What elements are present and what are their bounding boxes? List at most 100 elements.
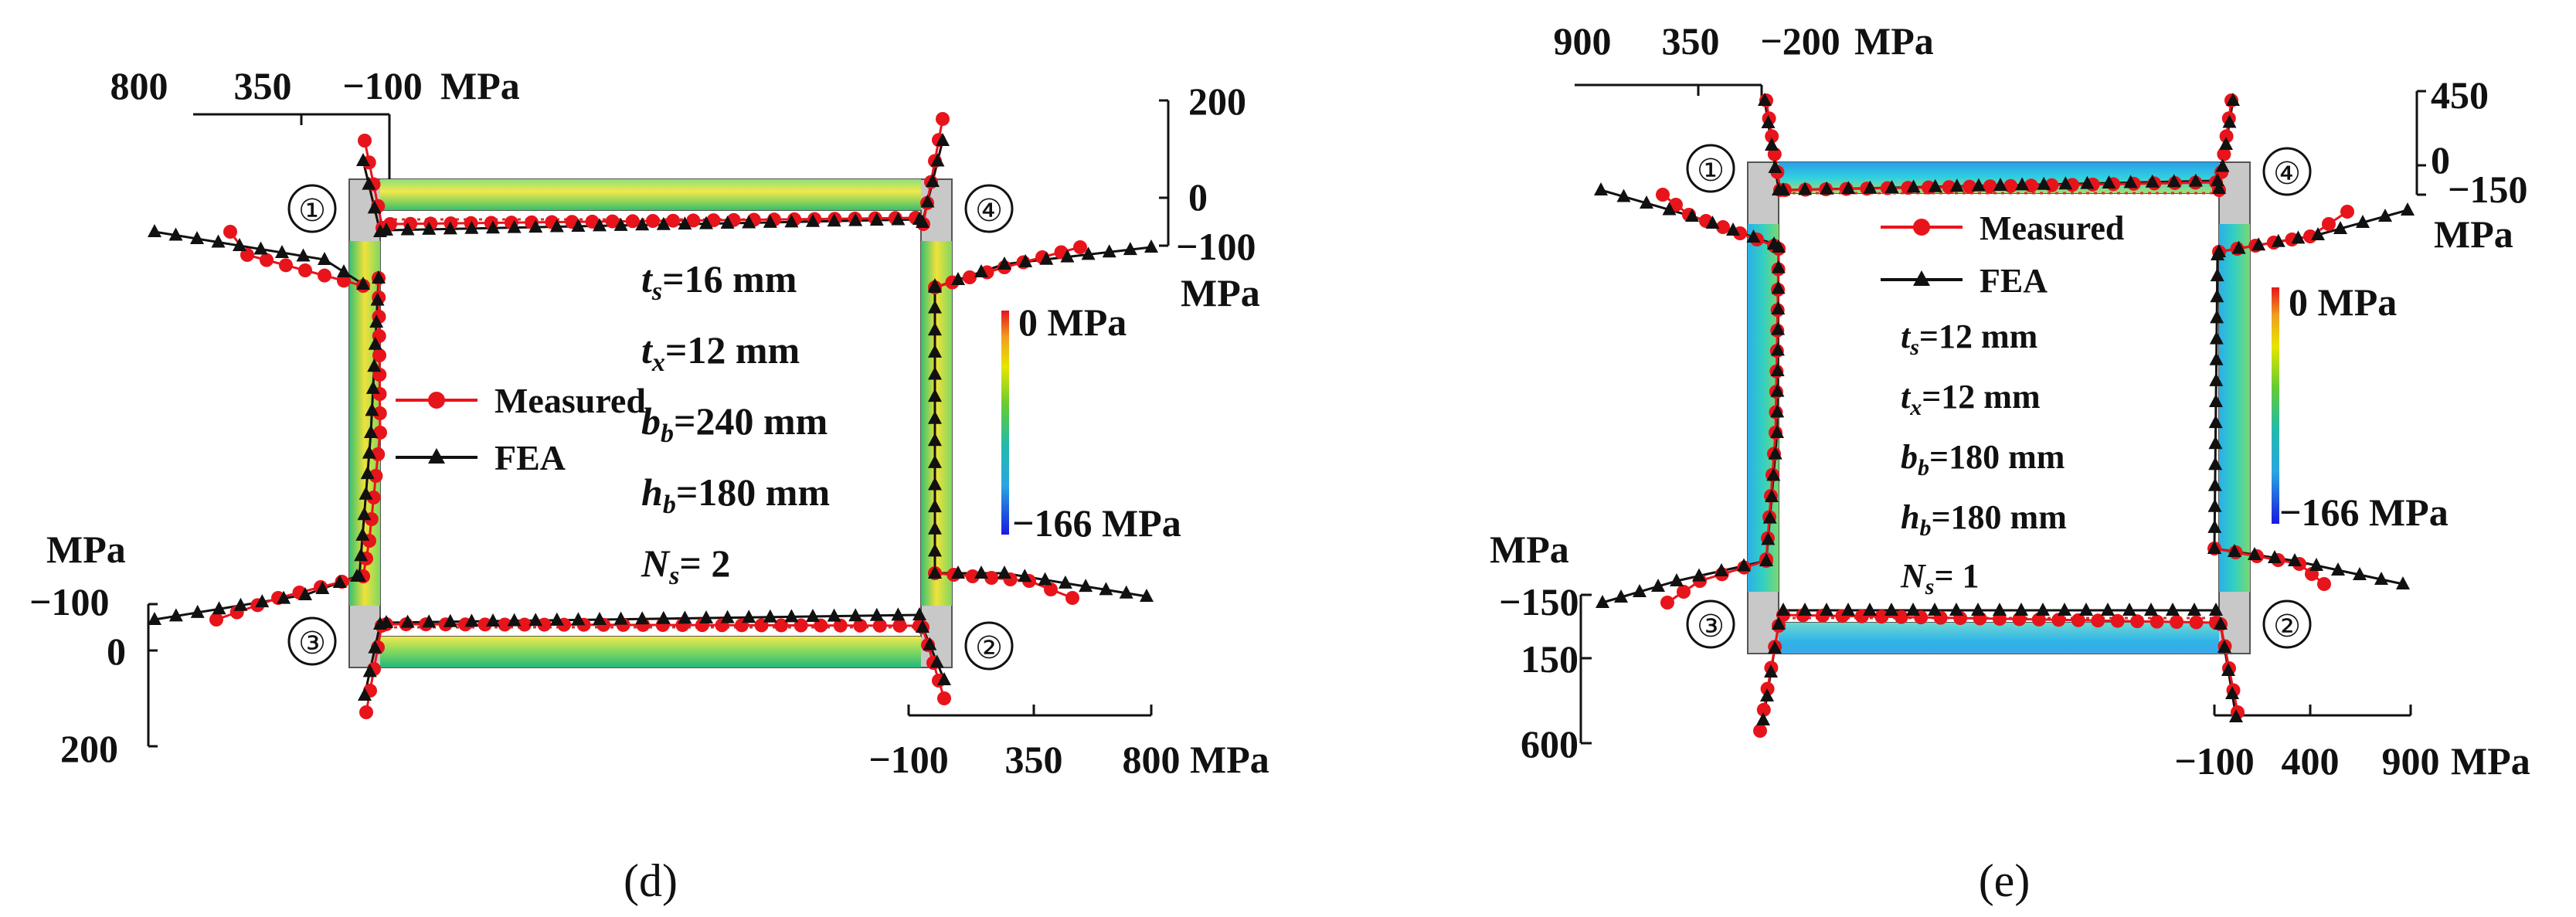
fea-marker	[1765, 489, 1779, 502]
measured-marker	[2217, 147, 2231, 161]
colorbar-d: 0 MPa −166 MPa	[1001, 301, 1181, 545]
fea-marker	[951, 272, 965, 285]
fea-marker	[923, 637, 937, 650]
param-tx: tx=12 mm	[1901, 378, 2041, 420]
colorbar-gradient	[1001, 311, 1009, 535]
fea-marker	[2187, 603, 2201, 616]
fea-marker	[2036, 603, 2050, 616]
fea-marker	[1863, 180, 1878, 194]
measured-marker	[369, 469, 383, 483]
measured-marker	[963, 270, 977, 284]
fea-marker	[1971, 603, 1985, 616]
fea-marker	[928, 366, 942, 380]
fea-marker	[486, 220, 500, 234]
fea-marker	[1841, 181, 1856, 195]
colorbar-gradient	[2272, 287, 2279, 524]
fea-marker	[507, 219, 522, 233]
fea-marker	[2145, 174, 2160, 188]
fea-marker	[784, 609, 799, 623]
fea-marker	[2248, 547, 2262, 560]
measured-marker	[774, 618, 789, 633]
measured-marker	[686, 213, 701, 228]
scale-top-tick-1: 350	[1662, 19, 1720, 63]
fea-marker	[359, 486, 373, 500]
fea-marker	[1772, 239, 1786, 253]
markers-d	[148, 112, 1158, 719]
fea-marker	[1993, 178, 2007, 191]
fea-marker	[168, 608, 183, 622]
fea-marker	[2211, 173, 2224, 186]
fea-marker	[2214, 616, 2228, 630]
param-tx: tx=12 mm	[641, 328, 800, 377]
param-ts: ts=12 mm	[1901, 318, 2037, 360]
corner-label-1: ①	[298, 193, 326, 228]
fea-marker	[2123, 175, 2138, 188]
measured-marker	[1767, 147, 1782, 161]
fea-marker	[2225, 686, 2239, 699]
fea-marker	[2288, 553, 2302, 566]
fea-marker	[2015, 177, 2030, 191]
colorbar-max-label: 0 MPa	[1018, 301, 1127, 344]
fea-marker	[1119, 585, 1133, 599]
fea-marker	[891, 212, 906, 226]
fea-marker	[869, 212, 884, 226]
panel-d: 800 350 −100 MPa 200 0 −100 MPa MPa −100…	[29, 64, 1269, 906]
fea-marker	[593, 218, 607, 232]
measured-marker	[1073, 240, 1087, 254]
fea-marker	[277, 590, 291, 604]
fea-marker	[928, 389, 942, 402]
scale-right-tick-0: 200	[1188, 80, 1246, 123]
corner-labels-d: ① ② ③ ④	[287, 184, 1014, 671]
caption-d: (d)	[624, 855, 678, 906]
fea-marker	[1759, 553, 1773, 566]
measured-marker	[1983, 179, 1997, 194]
fea-marker	[928, 344, 942, 358]
fea-marker	[1949, 603, 1963, 616]
fea-marker	[916, 215, 929, 228]
section-frame-d	[348, 178, 953, 668]
measured-marker	[1044, 582, 1058, 596]
fea-marker	[2166, 603, 2180, 616]
fea-marker	[613, 611, 628, 625]
fea-marker	[233, 238, 246, 251]
fea-marker	[372, 270, 386, 284]
fea-marker	[763, 609, 777, 623]
fea-marker	[253, 241, 268, 255]
fea-marker	[926, 174, 940, 187]
fea-marker	[571, 218, 586, 232]
colorbar-max-label: 0 MPa	[2289, 280, 2397, 324]
scale-top-e: 900 350 −200 MPa	[1554, 19, 1934, 99]
measured-marker	[1765, 129, 1779, 144]
fea-marker	[211, 234, 226, 248]
measured-marker	[585, 214, 600, 229]
fea-marker	[315, 581, 330, 594]
legend-d: Measured FEA	[396, 381, 646, 477]
measured-marker	[2071, 613, 2085, 627]
fea-marker	[2209, 372, 2224, 386]
scale-left-tick-0: −100	[29, 580, 110, 623]
scale-left-e: MPa −150 150 600	[1490, 528, 1592, 766]
fea-marker	[1081, 246, 1096, 260]
fea-marker	[784, 214, 799, 228]
scale-right-tick-0: 450	[2431, 73, 2489, 117]
fea-marker	[2211, 247, 2224, 260]
measured-marker	[2051, 613, 2066, 627]
fea-marker	[1018, 569, 1032, 582]
fea-marker	[365, 380, 380, 394]
fea-marker	[2207, 519, 2222, 533]
fea-marker	[1692, 568, 1706, 582]
fea-marker	[1099, 582, 1113, 596]
scale-bottom-tick-0: −100	[868, 738, 949, 781]
colorbar-min-label: −166 MPa	[2279, 491, 2449, 534]
fea-marker	[1771, 321, 1786, 335]
markers-e	[1594, 93, 2415, 738]
fea-marker	[422, 221, 437, 235]
scale-left-tick-0: −150	[1499, 580, 1579, 623]
measured-marker	[2340, 205, 2354, 219]
fea-marker	[1039, 251, 1054, 265]
panel-e: 900 350 −200 MPa 450 0 −150 MPa MPa −150…	[1490, 19, 2530, 906]
fea-marker	[1841, 603, 1855, 616]
fea-marker	[367, 358, 382, 372]
fea-marker	[928, 278, 942, 291]
fea-marker	[2058, 176, 2073, 190]
